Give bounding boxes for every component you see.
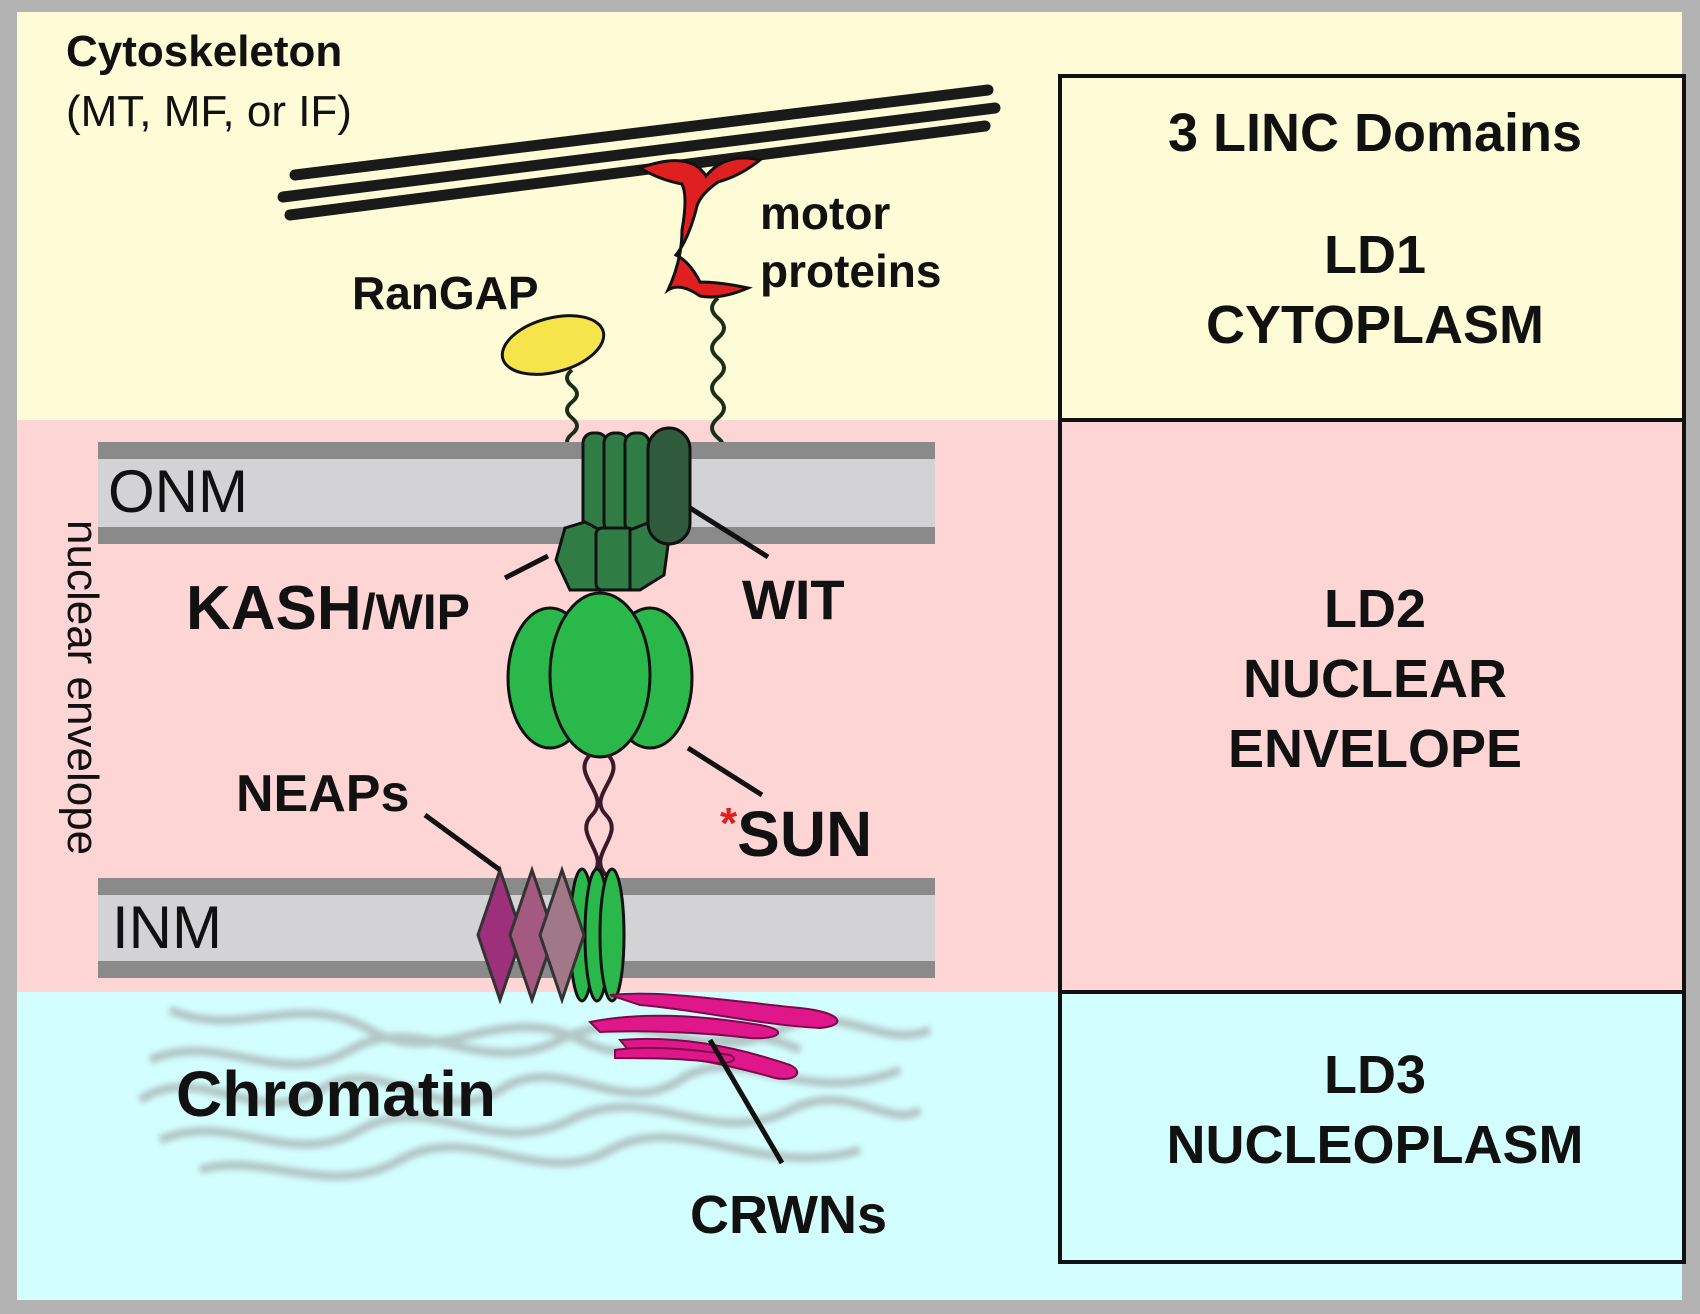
kash-wip-label: KASH/WIP xyxy=(186,578,470,640)
motor-protein-shape xyxy=(636,156,764,299)
table-ld1-cell xyxy=(1058,74,1686,422)
inm-label: INM xyxy=(112,894,222,961)
neaps-shape xyxy=(476,865,586,1005)
onm-membrane xyxy=(98,442,935,544)
wit-label: WIT xyxy=(742,568,845,631)
rangap-shape xyxy=(500,314,606,376)
chromatin-label: Chromatin xyxy=(176,1058,496,1130)
onm-label: ONM xyxy=(108,458,248,525)
table-ld1-id: LD1 xyxy=(1323,225,1426,285)
table-ld3-cell xyxy=(1058,990,1686,1264)
table-ld1-name: CYTOPLASM xyxy=(1205,295,1545,355)
sun-shape xyxy=(506,591,694,759)
table-title: 3 LINC Domains xyxy=(1167,103,1583,163)
motor-label-line2: proteins xyxy=(760,245,942,297)
crwns-shape xyxy=(587,992,839,1080)
nuclear-envelope-label: nuclear envelope xyxy=(58,520,107,856)
wip-text: /WIP xyxy=(361,584,471,640)
kash-text: KASH xyxy=(186,574,362,643)
rangap-label: RanGAP xyxy=(352,267,539,319)
sun-asterisk: * xyxy=(720,799,738,848)
table-ld2-id: LD2 xyxy=(1323,579,1426,639)
wit-shape xyxy=(646,426,692,546)
crwns-label: CRWNs xyxy=(690,1185,888,1245)
table-ld2-name-line1: NUCLEAR xyxy=(1243,649,1507,709)
cytoskeleton-filaments xyxy=(277,84,1001,221)
cytoskeleton-sub-label: (MT, MF, or IF) xyxy=(66,87,352,136)
table-ld3-id: LD3 xyxy=(1323,1045,1426,1105)
table-ld2-name-line2: ENVELOPE xyxy=(1227,719,1523,779)
table-ld3-name: NUCLEOPLASM xyxy=(1166,1115,1584,1175)
cytoskeleton-label: Cytoskeleton xyxy=(66,27,343,76)
sun-transmembrane xyxy=(568,867,626,1003)
table-ld2-cell xyxy=(1058,418,1686,994)
sun-text: SUN xyxy=(737,798,873,870)
linc-domains-table xyxy=(1058,74,1686,1264)
motor-label-line1: motor xyxy=(760,187,891,239)
motor-linker xyxy=(710,296,726,456)
sun-label: *SUN xyxy=(720,799,872,867)
neaps-label: NEAPs xyxy=(236,765,410,823)
leader-lines xyxy=(423,505,785,1165)
sun-coiled-coil xyxy=(582,753,616,877)
